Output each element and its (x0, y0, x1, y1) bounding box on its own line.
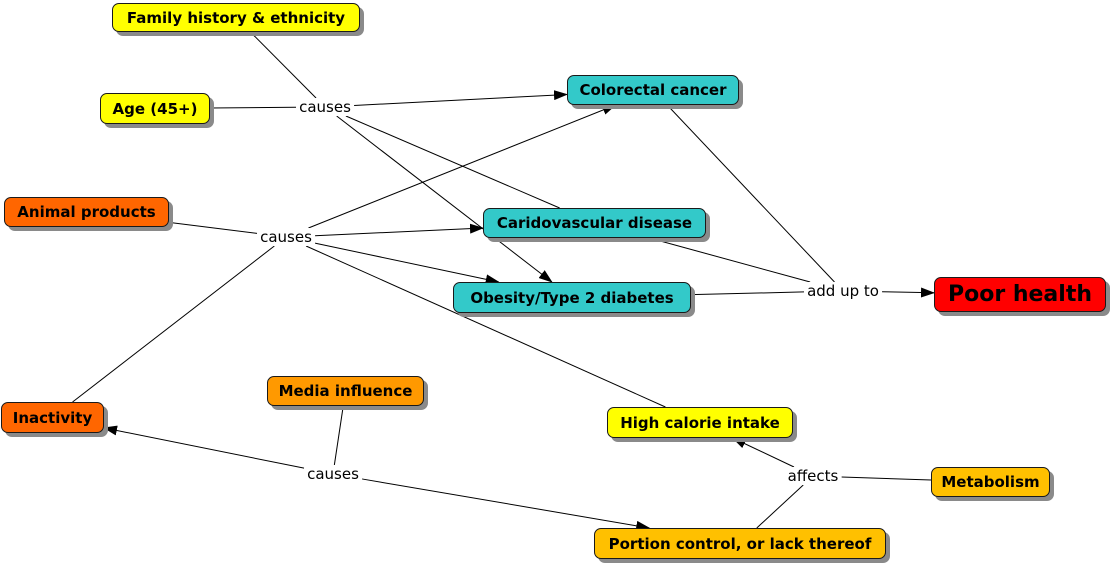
concept-label: Animal products (17, 203, 156, 221)
connection-animal_products-to-causes_2 (168, 221, 258, 234)
connection-family_history-to-causes_1 (250, 31, 317, 99)
concept-animal-products[interactable]: Animal products (4, 197, 169, 227)
concept-label: Metabolism (941, 473, 1040, 491)
connection-causes_2-to-obesity (314, 242, 500, 285)
concept-label: Poor health (947, 282, 1092, 307)
connection-causes_2-to-cardiovascular (314, 223, 484, 237)
concept-label: Obesity/Type 2 diabetes (470, 288, 674, 307)
connection-add_up_to-to-poor_health (881, 287, 935, 298)
connection-causes_3-to-portion_control (361, 478, 651, 531)
connection-inactivity-to-causes_2 (72, 245, 275, 403)
connection-affects-to-high_calorie (731, 437, 795, 468)
connection-obesity-to-add_up_to (690, 291, 805, 296)
concept-label: Age (45+) (112, 99, 198, 118)
connection-colorectal_cancer-to-add_up_to (666, 104, 835, 283)
concept-inactivity[interactable]: Inactivity (1, 402, 104, 433)
concept-label: Family history & ethnicity (126, 8, 346, 27)
concept-obesity-diabetes[interactable]: Obesity/Type 2 diabetes (453, 282, 691, 313)
connection-cardiovascular-to-add_up_to (649, 237, 811, 283)
concept-cardiovascular-disease[interactable]: Caridovascular disease (483, 208, 706, 238)
connection-age-to-causes_1 (209, 106, 297, 109)
concept-poor-health[interactable]: Poor health (934, 277, 1106, 312)
concept-label: Media influence (278, 382, 413, 400)
link-phrase-causes[interactable]: causes (304, 465, 362, 483)
concept-metabolism[interactable]: Metabolism (931, 467, 1050, 497)
concept-label: Colorectal cancer (579, 81, 727, 99)
connection-media_influence-to-causes_3 (333, 405, 344, 466)
connection-causes_1-to-obesity (336, 115, 553, 283)
connection-metabolism-to-affects (841, 476, 932, 481)
connection-high_calorie-to-causes_2 (305, 245, 666, 408)
concept-portion-control[interactable]: Portion control, or lack thereof (594, 528, 886, 559)
concept-media-influence[interactable]: Media influence (267, 376, 424, 406)
link-phrase-affects[interactable]: affects (784, 467, 842, 485)
connection-portion_control-to-affects (756, 484, 804, 529)
concept-age[interactable]: Age (45+) (100, 93, 210, 124)
concept-family-history[interactable]: Family history & ethnicity (112, 3, 360, 32)
connection-causes_1-to-colorectal_cancer (353, 90, 568, 107)
concept-label: Inactivity (12, 408, 93, 427)
link-phrase-causes[interactable]: causes (257, 228, 315, 246)
connection-causes_3-to-inactivity (103, 425, 305, 469)
link-phrase-add-up-to[interactable]: add up to (804, 282, 882, 300)
concept-label: Caridovascular disease (496, 214, 693, 232)
connection-causes_1-to-cardiovascular (345, 115, 560, 209)
concept-label: Portion control, or lack thereof (608, 534, 872, 553)
link-phrase-causes[interactable]: causes (296, 98, 354, 116)
concept-label: High calorie intake (620, 413, 780, 432)
concept-colorectal-cancer[interactable]: Colorectal cancer (567, 75, 739, 105)
concept-high-calorie-intake[interactable]: High calorie intake (607, 407, 793, 438)
connection-causes_2-to-colorectal_cancer (308, 104, 617, 229)
